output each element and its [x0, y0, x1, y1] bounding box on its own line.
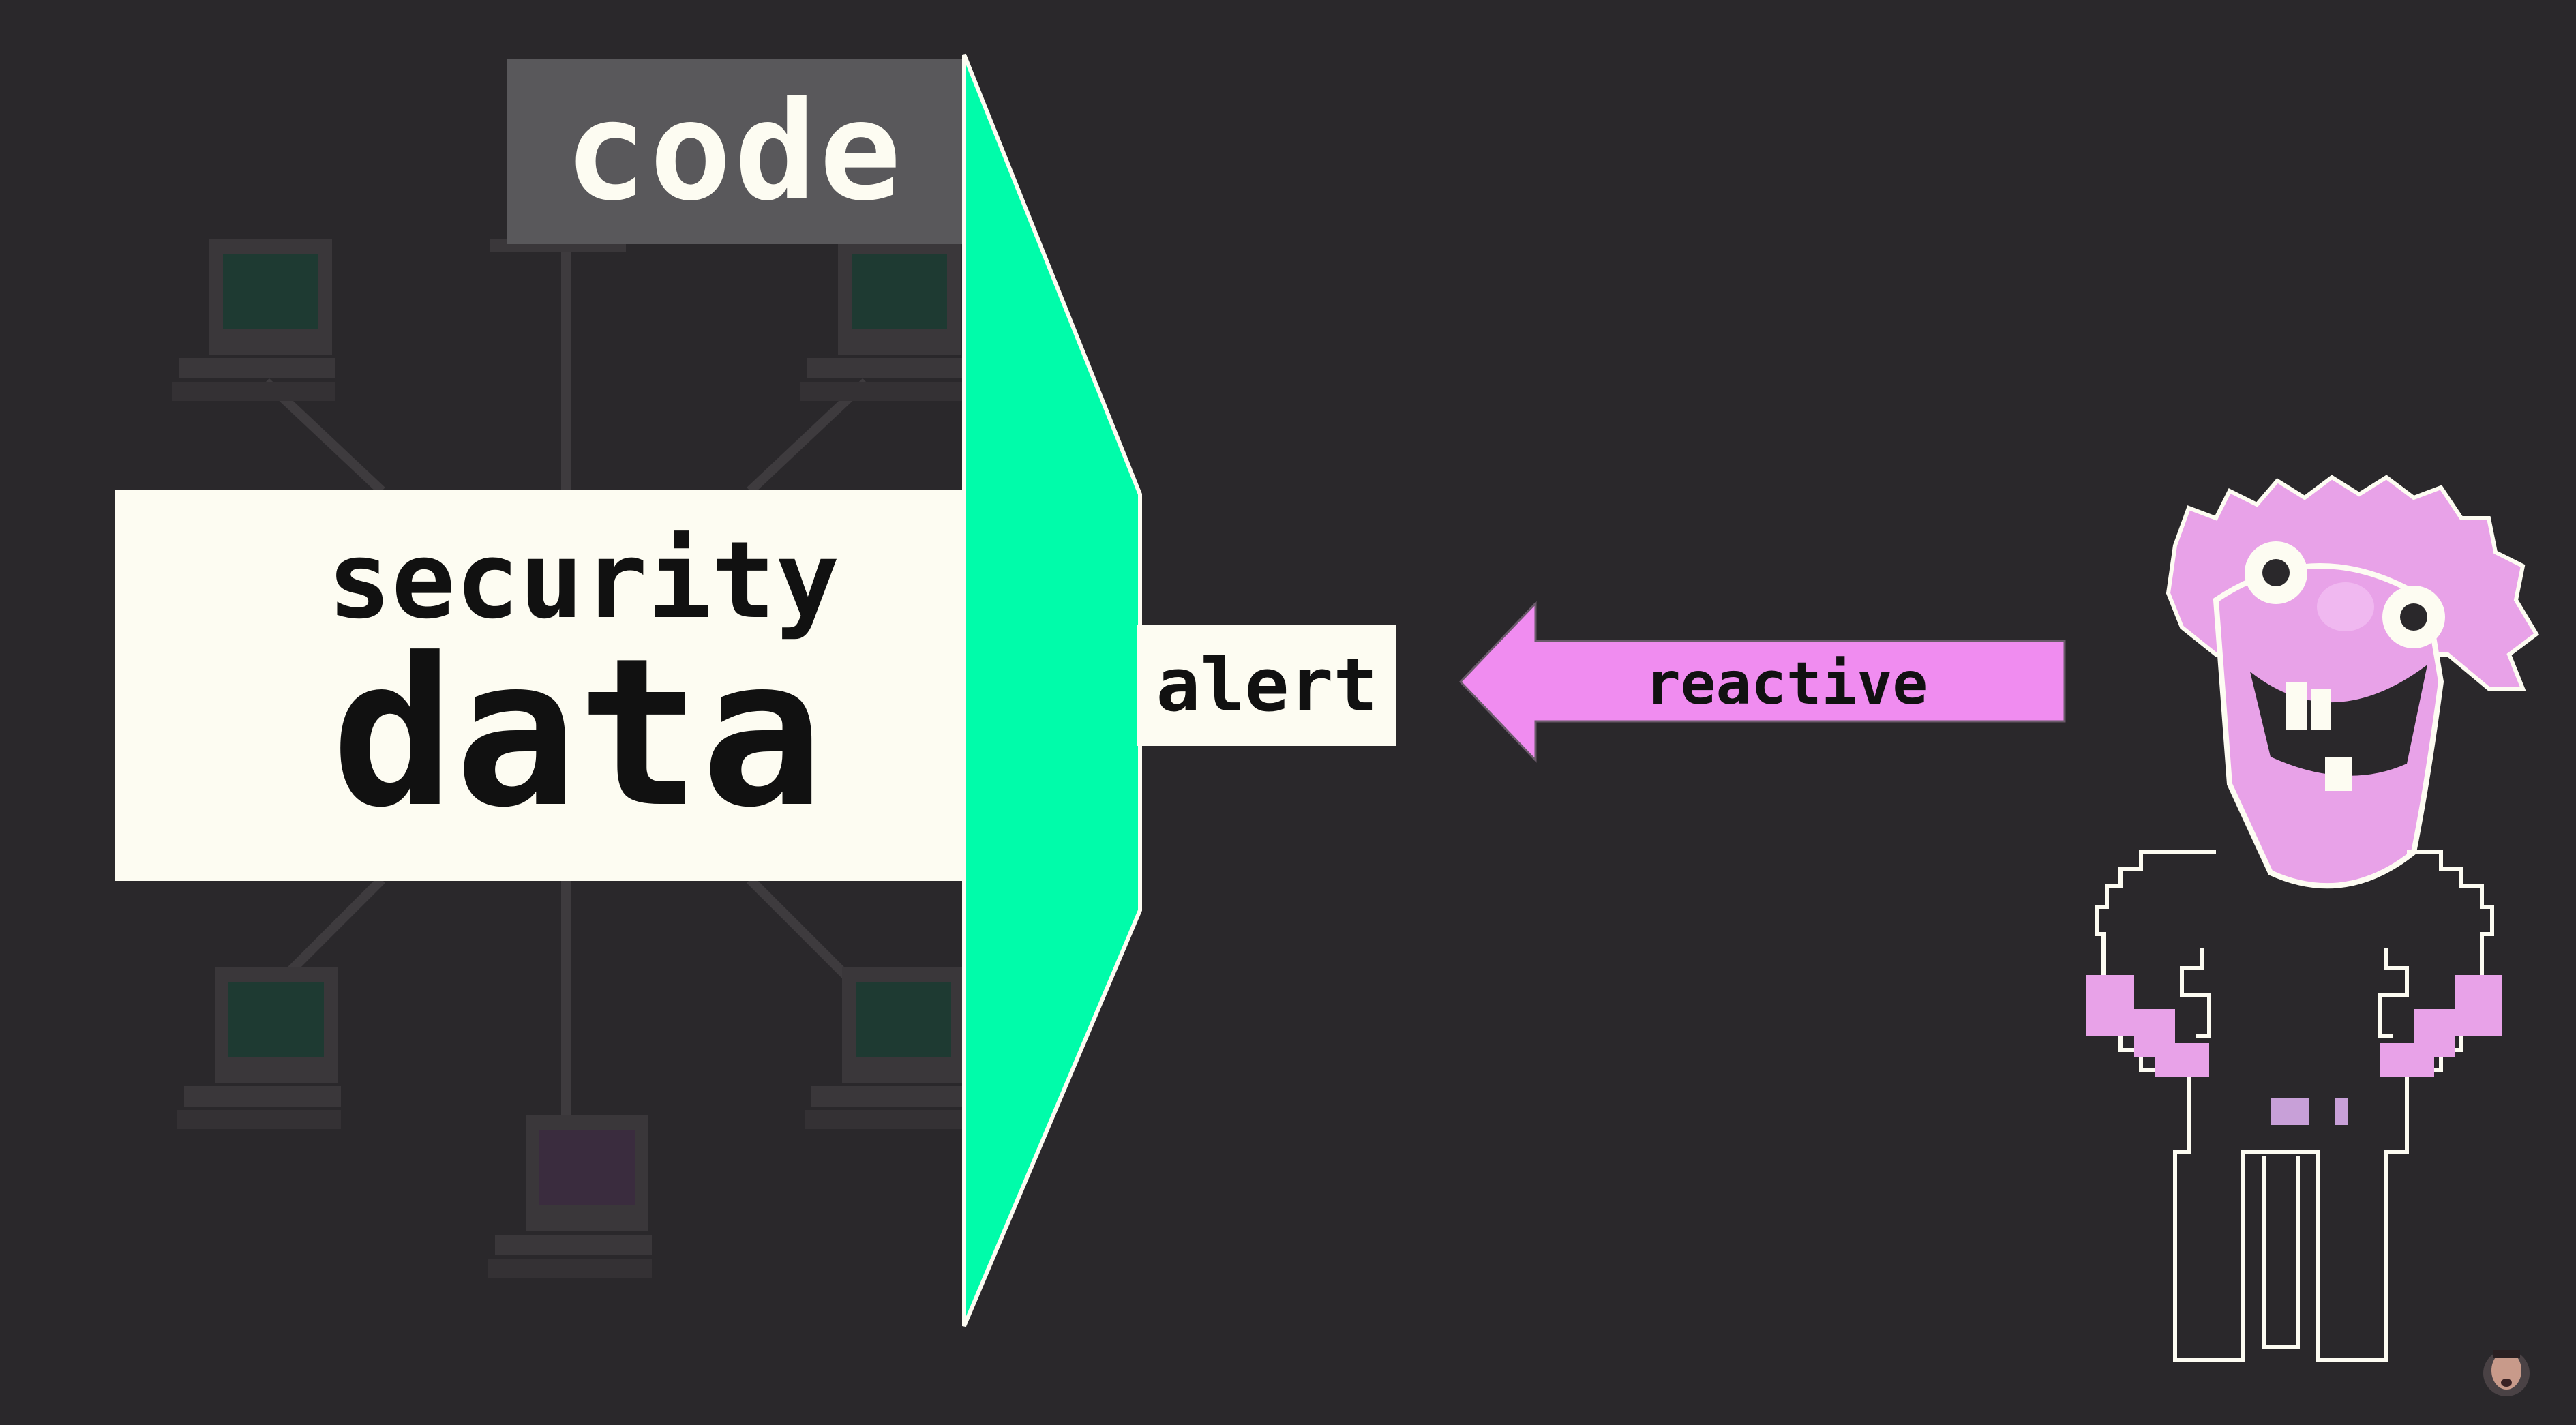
reactive-label: reactive [1645, 650, 1928, 718]
character-mouth [2250, 665, 2427, 776]
security-data-box: security data [115, 490, 967, 881]
character-hands [2086, 975, 2502, 1077]
computer-icon [488, 1115, 652, 1278]
character-belt [2271, 1098, 2348, 1125]
alert-box: alert [1137, 625, 1396, 746]
security-label: security [327, 518, 840, 642]
reactive-arrow-label: reactive [1623, 646, 1950, 721]
computer-icon [800, 239, 964, 401]
computer-icon [172, 239, 335, 401]
link-bottom-right [747, 876, 863, 992]
character-nose [2317, 582, 2374, 631]
character-body [2095, 850, 2494, 1362]
reactive-arrow [1458, 601, 2066, 763]
computer-icon [177, 967, 341, 1129]
alert-label: alert [1156, 642, 1378, 728]
code-label: code [565, 72, 904, 231]
character-head [2213, 541, 2445, 889]
data-label: data [331, 614, 824, 852]
computer-icon [805, 967, 968, 1129]
detection-funnel [962, 53, 1142, 1328]
code-box: code [507, 59, 962, 244]
